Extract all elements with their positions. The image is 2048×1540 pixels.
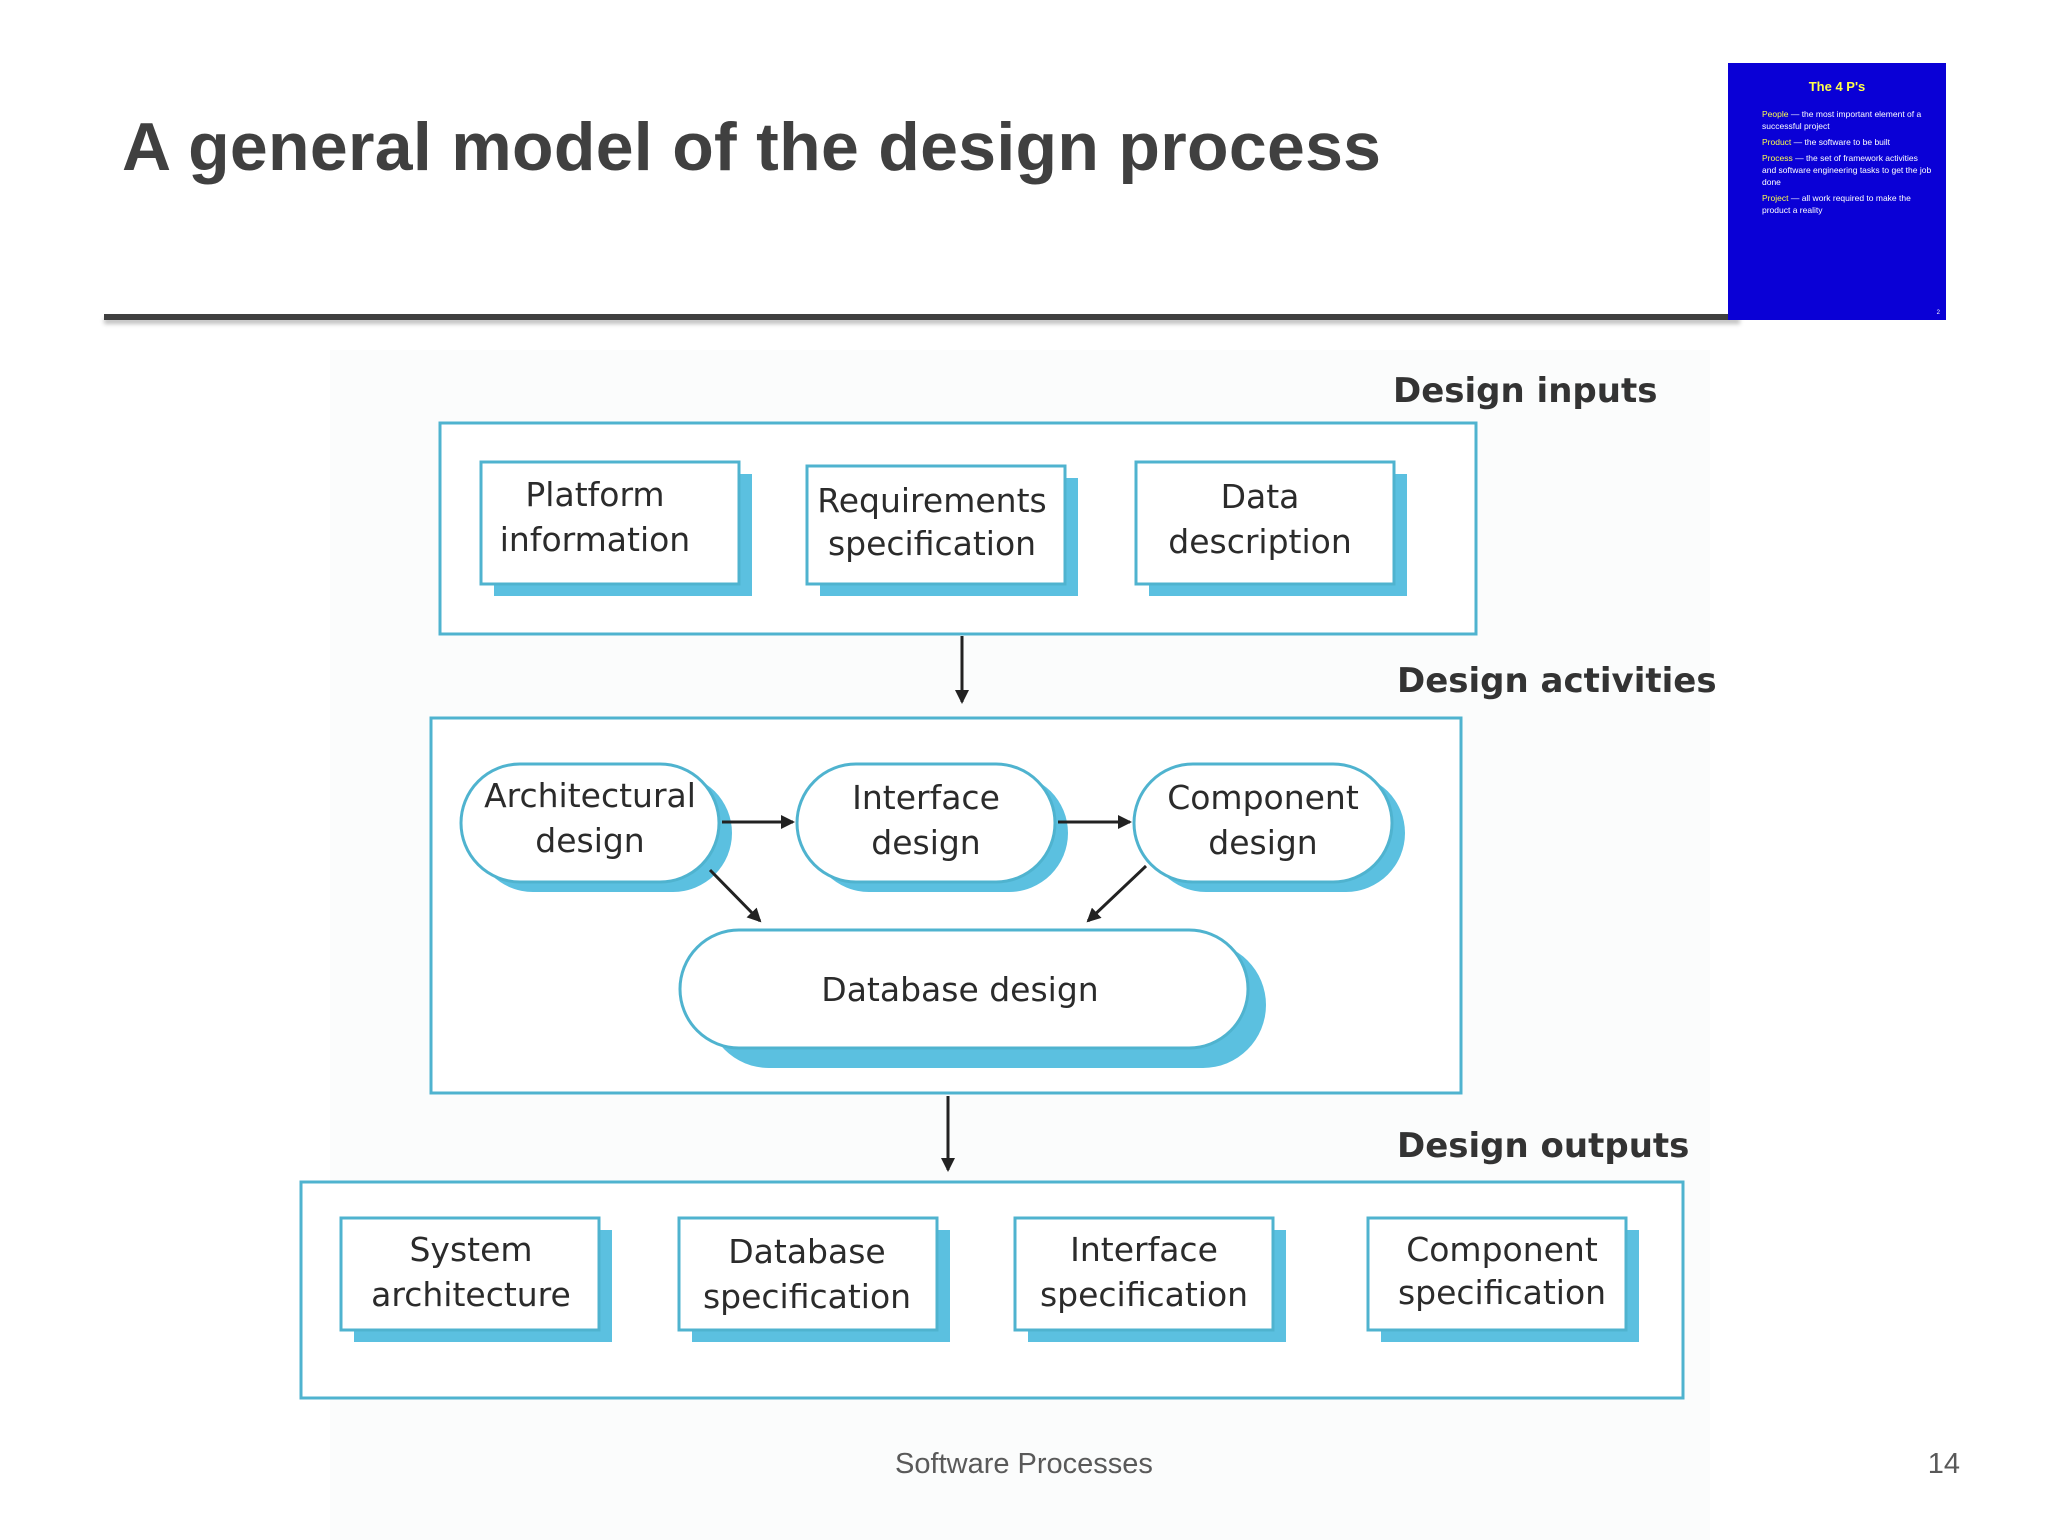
thumbnail-item-text: — the set of framework activities and so… [1762,153,1932,187]
input-box-data: Data description [1134,460,1407,596]
activity-architectural-design: Architectural design [459,762,732,892]
component-to-database-arrow [1086,864,1148,923]
input-box-line1: Platform [525,475,664,514]
input-box-line1: Requirements [817,481,1046,520]
input-box-requirements: Requirements specification [805,464,1078,596]
output-box-line1: Interface [1070,1230,1218,1269]
thumbnail-item-text: — the software to be built [1791,137,1891,147]
design-activities-label: Design activities [1397,661,1717,701]
activity-component-design: Component design [1132,762,1405,892]
input-box-platform: Platform information [479,460,752,596]
activity-line1: Architectural [484,776,696,815]
input-box-line2: specification [828,524,1036,563]
output-box-line2: architecture [371,1275,571,1314]
slide-footer: Software Processes [895,1448,1153,1480]
design-outputs-label: Design outputs [1397,1126,1689,1166]
thumbnail-item-keyword: Project [1762,193,1789,203]
activity-line2: design [1208,823,1317,862]
architectural-to-database-arrow [708,868,762,923]
thumbnail-item-keyword: Process [1762,153,1793,163]
activity-line2: design [871,823,980,862]
thumbnail-item-keyword: Product [1762,137,1792,147]
input-box-line1: Data [1221,477,1300,516]
output-box-line2: specification [1040,1275,1248,1314]
output-box-interface-specification: Interface specification [1013,1216,1286,1342]
thumbnail-slide: The 4 P's People — the most important el… [1728,63,1946,320]
activity-line1: Interface [852,778,1000,817]
design-inputs-label: Design inputs [1393,371,1657,411]
activity-database-design: Database design [678,928,1266,1068]
output-box-line1: Component [1406,1230,1598,1269]
thumbnail-item: Product — the software to be built [1762,136,1934,148]
thumbnail-item: Process — the set of framework activitie… [1762,152,1934,188]
thumbnail-item: People — the most important element of a… [1762,108,1934,132]
activity-line1: Component [1167,778,1359,817]
thumbnail-title: The 4 P's [1808,79,1866,94]
output-box-database-specification: Database specification [677,1216,950,1342]
input-box-line2: information [500,520,690,559]
output-box-line1: System [409,1230,532,1269]
title-divider [104,314,1740,320]
database-design-label: Database design [821,970,1098,1009]
activity-line2: design [535,821,644,860]
output-box-line2: specification [703,1277,911,1316]
input-box-line2: description [1168,522,1351,561]
slide-title: A general model of the design process [122,109,1382,185]
thumbnail-item-text: — the most important element of a succes… [1762,109,1922,131]
output-box-line2: specification [1398,1273,1606,1312]
output-box-component-specification: Component specification [1366,1216,1639,1342]
thumbnail-item-text: — all work required to make the product … [1762,193,1911,215]
thumbnail-page-number: 2 [1936,310,1940,316]
output-box-line1: Database [728,1232,885,1271]
thumbnail-item-keyword: People [1762,109,1789,119]
thumbnail-item: Project — all work required to make the … [1762,192,1934,216]
activity-interface-design: Interface design [795,762,1068,892]
slide-page-number: 14 [1927,1448,1960,1480]
output-box-system-architecture: System architecture [339,1216,612,1342]
